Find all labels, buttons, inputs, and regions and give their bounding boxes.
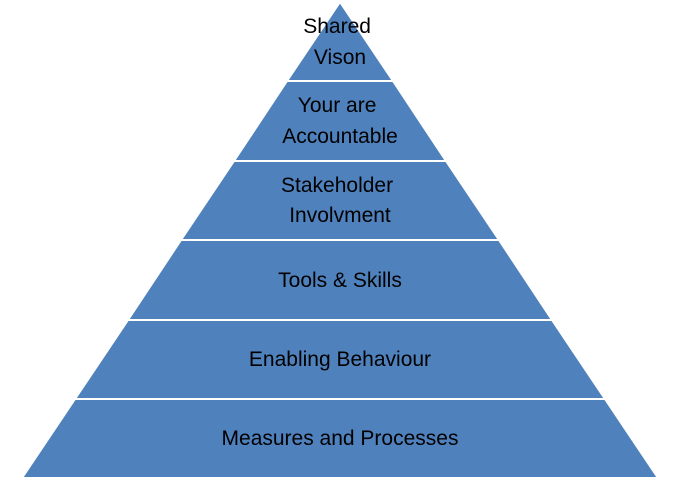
pyramid-tier-1-shape bbox=[285, 0, 395, 82]
pyramid-tier-6: Measures and Processes bbox=[20, 398, 660, 479]
pyramid-tier-2-line-1: Your are bbox=[298, 94, 377, 117]
pyramid-tier-2-label: Your are Accountable bbox=[282, 94, 398, 148]
pyramid-tier-4: Tools & Skills bbox=[126, 239, 554, 321]
pyramid-tier-6-label: Measures and Processes bbox=[222, 427, 459, 450]
pyramid-tier-5-label: Enabling Behaviour bbox=[249, 348, 431, 371]
pyramid-tier-5: Enabling Behaviour bbox=[73, 319, 607, 400]
pyramid-tier-3-line-2: Involvment bbox=[289, 204, 391, 227]
pyramid-tier-2-line-2: Accountable bbox=[282, 125, 398, 148]
pyramid-tier-3-label: Stakeholder Involvment bbox=[281, 174, 399, 227]
pyramid-tier-3: Stakeholder Involvment bbox=[179, 160, 501, 241]
pyramid-tier-1-line-1: Shared bbox=[303, 15, 371, 38]
pyramid-tier-4-label: Tools & Skills bbox=[278, 269, 402, 292]
pyramid-tier-3-line-1: Stakeholder bbox=[281, 174, 393, 197]
pyramid-tier-2-shape bbox=[232, 80, 448, 162]
pyramid-tier-1-label: Shared Vison bbox=[303, 15, 377, 69]
pyramid-tier-2: Your are Accountable bbox=[232, 80, 448, 162]
pyramid-tier-3-shape bbox=[179, 160, 501, 241]
pyramid-tier-4-line-1: Tools & Skills bbox=[278, 269, 402, 292]
pyramid-tier-1-line-2: Vison bbox=[314, 46, 366, 69]
pyramid-tier-6-shape bbox=[20, 398, 660, 479]
pyramid-tier-5-line-1: Enabling Behaviour bbox=[249, 348, 431, 371]
pyramid-tier-1: Shared Vison bbox=[285, 0, 395, 82]
pyramid-tier-6-line-1: Measures and Processes bbox=[222, 427, 459, 450]
